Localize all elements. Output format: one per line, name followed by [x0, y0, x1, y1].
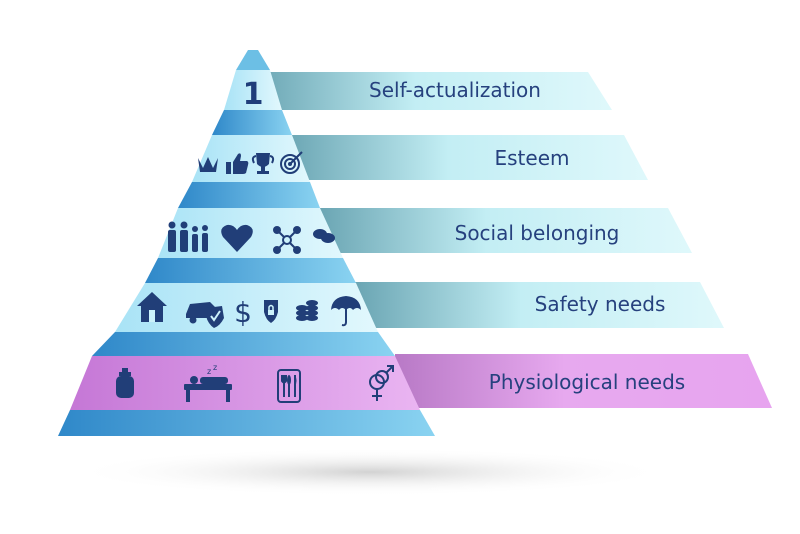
sleeping-bed-icon: z z — [184, 363, 232, 402]
safety-icons: $ — [137, 292, 361, 329]
label-esteem: Esteem — [495, 146, 570, 170]
label-social-belonging: Social belonging — [455, 221, 620, 245]
heart-icon — [221, 224, 253, 252]
svg-text:z: z — [207, 367, 211, 376]
band-esteem — [192, 135, 310, 182]
banner-self-actualization — [255, 72, 612, 110]
apex-band — [236, 50, 270, 70]
banner-esteem — [285, 135, 648, 180]
trophy-icon — [251, 153, 275, 174]
dollar-icon: $ — [234, 296, 252, 329]
label-safety-needs: Safety needs — [535, 292, 666, 316]
label-physiological-needs: Physiological needs — [489, 370, 685, 394]
stripe-1 — [212, 110, 292, 135]
bottle-icon — [116, 368, 134, 398]
house-icon — [137, 292, 167, 322]
gender-icon — [369, 365, 394, 401]
stripe-3 — [145, 258, 356, 283]
physiological-icons: z z — [116, 363, 394, 403]
social-icons — [168, 221, 335, 254]
family-icon — [168, 221, 208, 252]
labels: Self-actualization Esteem Social belongi… — [369, 78, 685, 394]
chat-bubbles-icon — [313, 229, 335, 243]
target-icon — [280, 151, 303, 174]
banner-safety-needs — [355, 282, 724, 328]
band-self-actualization — [224, 70, 282, 110]
banner-social-belonging — [318, 208, 692, 253]
svg-text:z: z — [213, 363, 217, 372]
base-stripe — [58, 410, 435, 436]
network-icon — [273, 226, 301, 254]
stripe-2 — [178, 182, 320, 208]
label-self-actualization: Self-actualization — [369, 78, 541, 102]
umbrella-icon — [331, 296, 361, 327]
lock-shield-icon — [264, 300, 278, 323]
banner-physiological-needs — [395, 354, 772, 408]
banners — [255, 72, 772, 408]
number-one-icon: 1 — [243, 77, 264, 112]
floor-shadow — [70, 448, 670, 496]
car-shield-icon — [186, 302, 224, 328]
stripe-4 — [92, 332, 395, 356]
pyramid — [58, 50, 435, 436]
coins-icon — [296, 300, 318, 321]
band-physiological-needs — [70, 356, 420, 410]
esteem-icons — [198, 151, 303, 174]
crown-icon — [198, 157, 218, 172]
thumbs-up-icon — [226, 153, 249, 174]
food-icon — [277, 369, 301, 403]
